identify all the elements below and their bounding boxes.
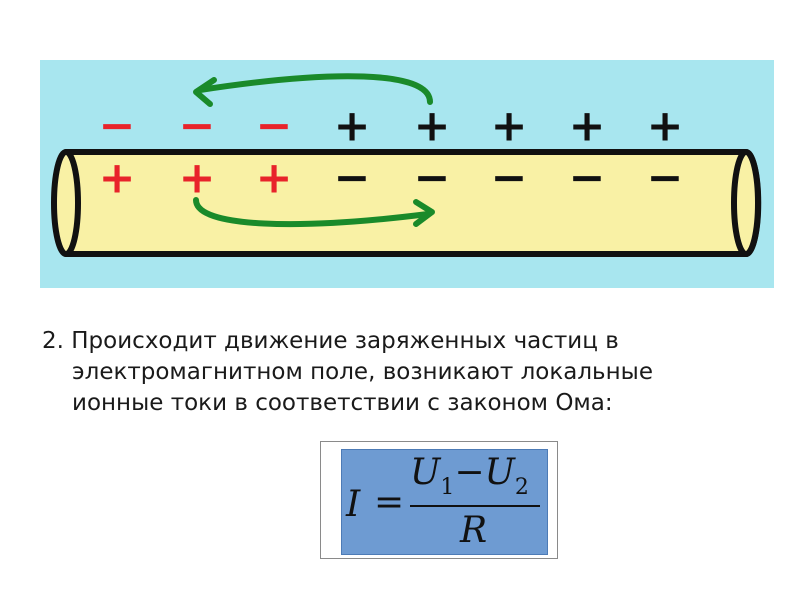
tube-left-end	[51, 149, 81, 257]
bottom-charge-2: +	[179, 153, 216, 204]
top-charge-row: −−−+++++	[99, 101, 684, 152]
top-charge-6: +	[491, 101, 528, 152]
top-charge-8: +	[647, 101, 684, 152]
tube-right-end	[731, 149, 761, 257]
formula-sub1: 1	[440, 475, 455, 500]
bottom-charge-8: −	[647, 153, 684, 204]
top-charge-1: −	[99, 101, 136, 152]
formula-sub2: 2	[514, 475, 529, 500]
formula-u2: U	[484, 452, 515, 493]
formula-numerator: U1−U2	[410, 452, 529, 500]
top-arc-arrow	[197, 73, 433, 105]
bottom-charge-row: +++−−−−−	[99, 153, 684, 204]
formula-equals: =	[374, 482, 405, 523]
bottom-charge-4: −	[334, 153, 371, 204]
bottom-charge-1: +	[99, 153, 136, 204]
top-charge-2: −	[179, 101, 216, 152]
bottom-arrowhead-icon	[413, 199, 435, 227]
bottom-charge-6: −	[491, 153, 528, 204]
bottom-charge-7: −	[569, 153, 606, 204]
top-arrowhead-icon	[193, 77, 217, 107]
bottom-charge-5: −	[414, 153, 451, 204]
formula-resistance: R	[460, 510, 488, 551]
top-charge-7: +	[569, 101, 606, 152]
top-charge-4: +	[334, 101, 371, 152]
caption-text: 2. Происходит движение заряженных частиц…	[42, 328, 653, 416]
conductor-diagram: −−−+++++ +++−−−−−	[40, 60, 774, 288]
formula-current: I	[346, 484, 361, 525]
fraction-bar	[410, 505, 540, 507]
formula-frame: I = U1−U2 R	[320, 441, 558, 559]
top-charge-5: +	[414, 101, 451, 152]
bottom-arc-arrow	[193, 197, 431, 228]
top-charge-3: −	[256, 101, 293, 152]
formula-u1: U	[410, 452, 441, 493]
ohms-law-formula: I = U1−U2 R	[341, 449, 548, 555]
formula-minus: −	[454, 452, 485, 493]
bottom-charge-3: +	[256, 153, 293, 204]
